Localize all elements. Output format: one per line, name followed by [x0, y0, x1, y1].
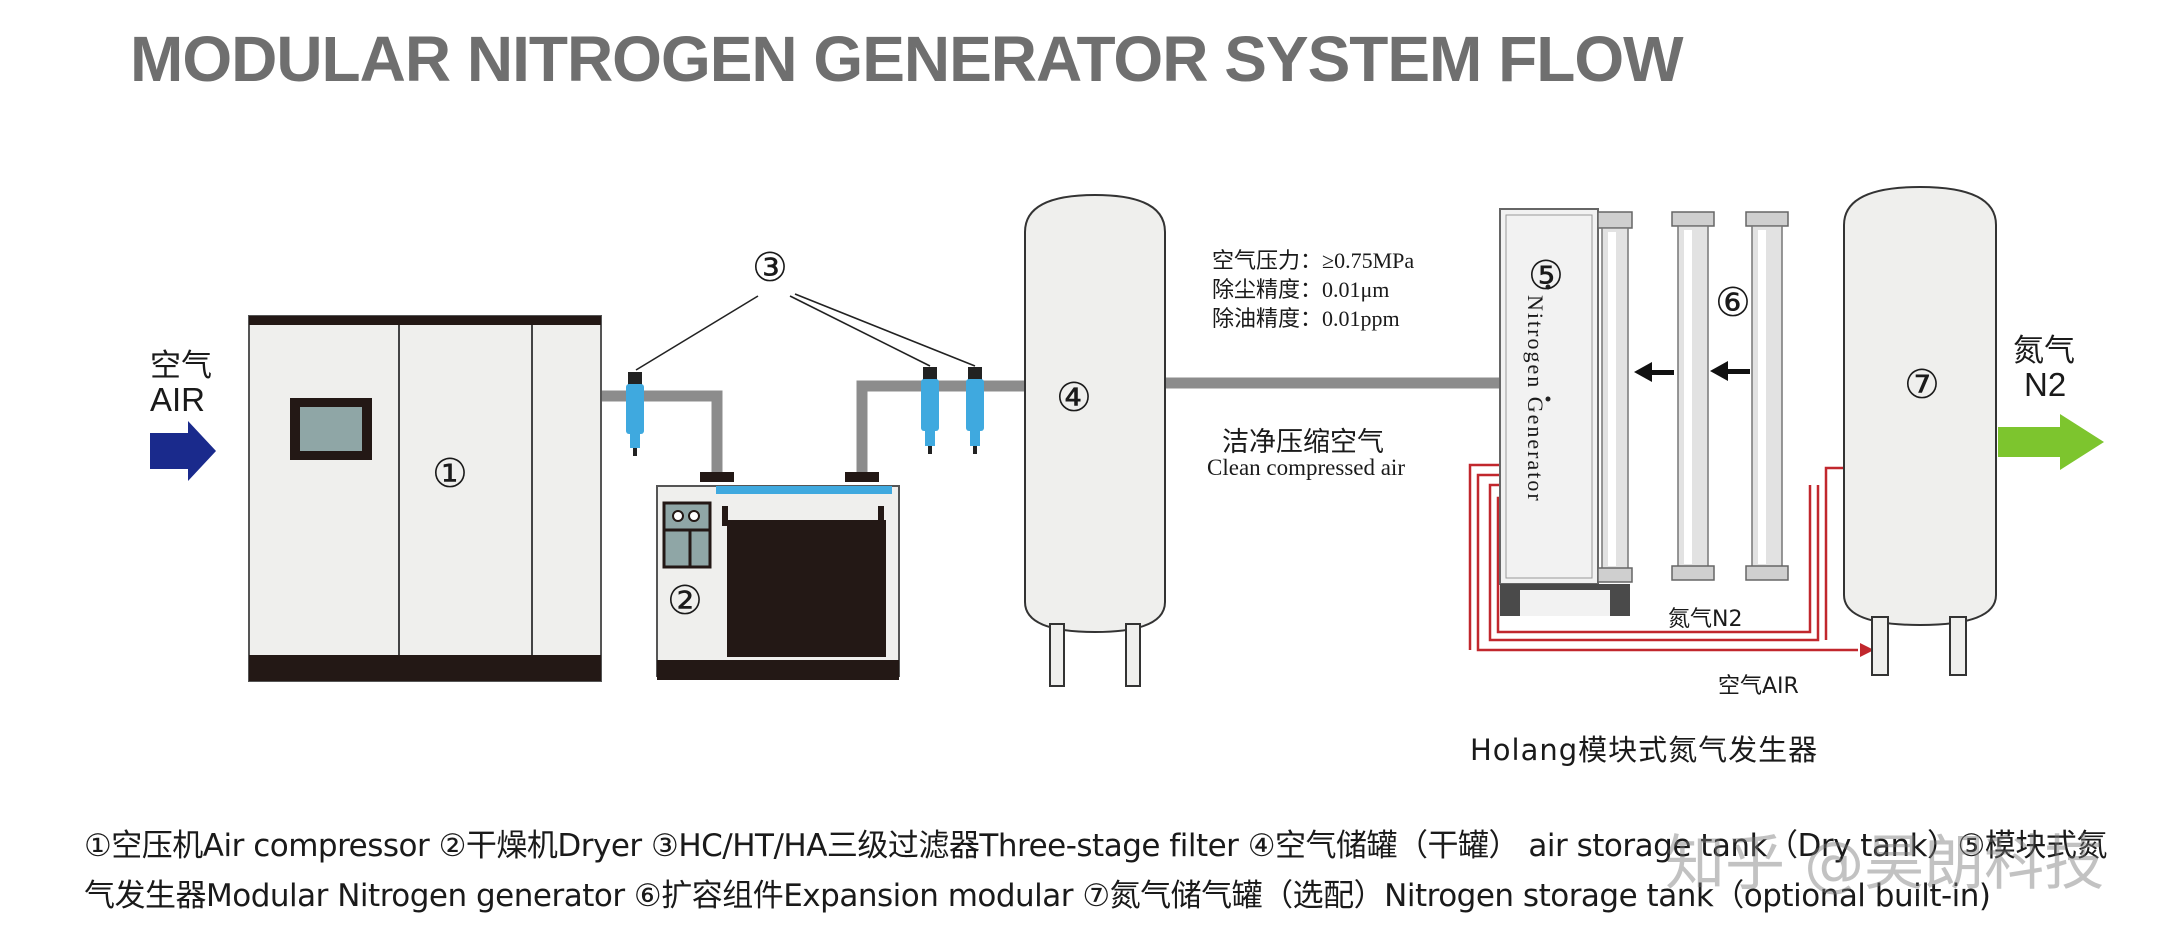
- spec-pressure: 空气压力：≥0.75MPa: [1212, 248, 1415, 273]
- pipe-dryer-to-tank: [856, 380, 1025, 482]
- legend-line-2: 气发生器Modular Nitrogen generator ⑥扩容组件Expa…: [84, 878, 1991, 914]
- filter-1: [626, 372, 644, 456]
- air-return-line: [1476, 473, 1858, 652]
- three-stage-filters: [626, 293, 984, 456]
- legend-line-1: ①空压机Air compressor ②干燥机Dryer ③HC/HT/HA三级…: [84, 828, 2107, 864]
- nitrogen-storage-tank: [1843, 185, 1997, 676]
- n2-outlet-arrow: [1998, 414, 2104, 470]
- expansion-modules: [1634, 211, 1789, 581]
- air-return-arrowhead: [1860, 643, 1874, 657]
- marker-air-tank: ④: [1056, 375, 1092, 421]
- n2-return-line: [1488, 483, 1820, 642]
- air-storage-tank: [1024, 193, 1166, 687]
- n2-outlet-label-en: N2: [2024, 366, 2067, 403]
- marker-dryer: ②: [667, 578, 703, 624]
- air-return-line-upper: [1468, 463, 1505, 650]
- watermark: 知乎 @昊朗科技: [1665, 829, 2105, 899]
- n2-return-label: 氮气N2: [1668, 607, 1743, 632]
- clean-air-label-en: Clean compressed air: [1207, 455, 1405, 480]
- filter-2: [921, 367, 939, 454]
- dryer: [656, 472, 900, 680]
- spec-dust: 除尘精度：0.01μm: [1212, 277, 1390, 302]
- n2-outlet-label-cn: 氮气: [2013, 333, 2075, 369]
- marker-generator: ⑤: [1528, 253, 1564, 299]
- generator-vertical-label: Nitrogen Generator: [1523, 295, 1548, 503]
- flow-arrows: [1634, 361, 1750, 382]
- marker-compressor: ①: [432, 451, 468, 497]
- brand-label: Holang模块式氮气发生器: [1470, 733, 1819, 767]
- spec-oil: 除油精度：0.01ppm: [1212, 306, 1400, 331]
- marker-n2-tank: ⑦: [1904, 362, 1940, 408]
- air-return-label: 空气AIR: [1718, 674, 1799, 699]
- nitrogen-generator: [1499, 208, 1633, 616]
- expansion-column-2: [1745, 211, 1789, 581]
- filter-callout-lines: [635, 293, 976, 371]
- expansion-column-1: [1671, 211, 1715, 581]
- air-inlet-label-en: AIR: [150, 381, 206, 418]
- page-title: MODULAR NITROGEN GENERATOR SYSTEM FLOW: [130, 23, 1683, 95]
- air-compressor: [248, 315, 602, 682]
- pipe-compressor-to-dryer: [600, 390, 723, 482]
- air-inlet-arrow: [150, 421, 216, 481]
- air-inlet-label-cn: 空气: [150, 348, 212, 384]
- clean-air-label-cn: 洁净压缩空气: [1222, 427, 1384, 458]
- filter-3: [966, 367, 984, 454]
- marker-expansion: ⑥: [1715, 280, 1751, 326]
- dryer-control-panel: [662, 501, 712, 569]
- marker-filters: ③: [752, 245, 788, 291]
